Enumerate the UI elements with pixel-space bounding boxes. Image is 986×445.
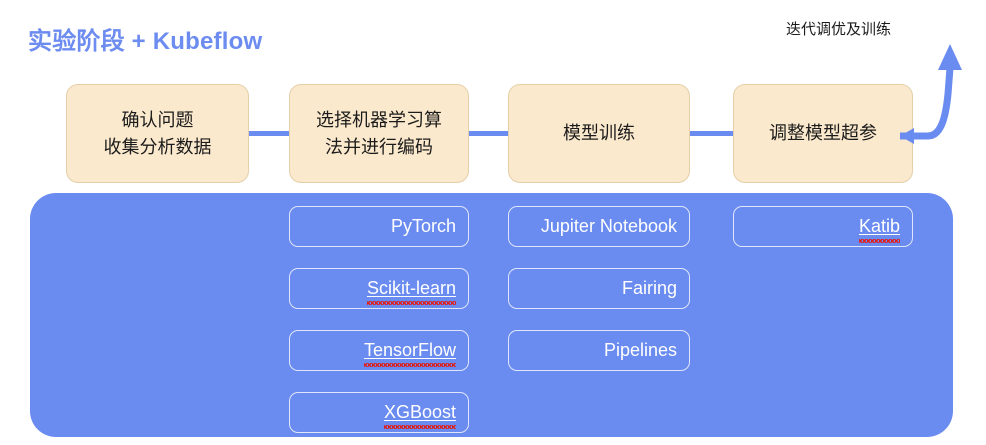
stage-box-select-algorithm[interactable]: 选择机器学习算 法并进行编码 bbox=[289, 84, 469, 183]
tool-chip-label: PyTorch bbox=[390, 216, 456, 236]
tool-chip-scikit-learn[interactable]: Scikit-learn bbox=[289, 268, 469, 309]
tool-chip-katib[interactable]: Katib bbox=[733, 206, 913, 247]
tool-chip-label: Fairing bbox=[621, 278, 677, 298]
tool-chip-label: Katib bbox=[858, 216, 901, 243]
stage-box-model-training[interactable]: 模型训练 bbox=[508, 84, 690, 183]
tool-chip-tensorflow[interactable]: TensorFlow bbox=[289, 330, 469, 371]
kubeflow-tooling-panel bbox=[30, 193, 953, 437]
stage-box-tune-hyperparameters[interactable]: 调整模型超参 bbox=[733, 84, 913, 183]
tool-chip-label: TensorFlow bbox=[363, 340, 457, 367]
stage-box-define-problem[interactable]: 确认问题 收集分析数据 bbox=[66, 84, 249, 183]
curved-up-arrow-icon bbox=[900, 44, 962, 144]
feedback-loop-label: 迭代调优及训练 bbox=[786, 21, 892, 38]
tool-chip-pytorch[interactable]: PyTorch bbox=[289, 206, 469, 247]
tool-chip-label: Jupiter Notebook bbox=[540, 216, 677, 236]
page-title: 实验阶段 + Kubeflow bbox=[28, 28, 263, 55]
tool-chip-label: Pipelines bbox=[603, 340, 677, 360]
tool-chip-xgboost[interactable]: XGBoost bbox=[289, 392, 469, 433]
stage-connector-1-2 bbox=[468, 131, 509, 136]
tool-chip-fairing[interactable]: Fairing bbox=[508, 268, 690, 309]
tool-chip-pipelines[interactable]: Pipelines bbox=[508, 330, 690, 371]
tool-chip-label: Scikit-learn bbox=[366, 278, 457, 305]
tool-chip-jupiter-notebook[interactable]: Jupiter Notebook bbox=[508, 206, 690, 247]
stage-connector-0-1 bbox=[249, 131, 290, 136]
stage-connector-2-3 bbox=[690, 131, 734, 136]
tool-chip-label: XGBoost bbox=[383, 402, 457, 429]
